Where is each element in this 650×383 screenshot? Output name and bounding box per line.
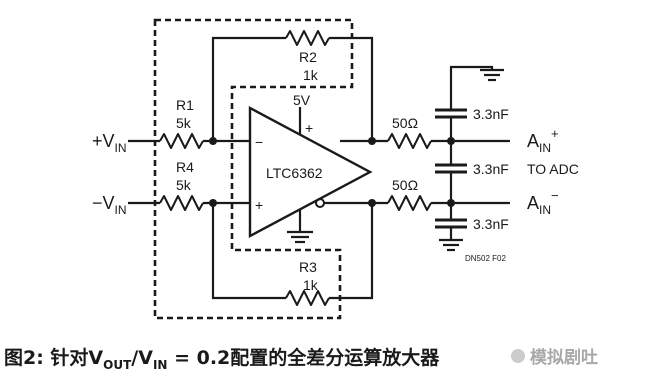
resistor-r2 — [285, 30, 330, 46]
watermark-text: 模拟剧吐 — [530, 348, 598, 368]
label-r4-value: 5k — [176, 177, 192, 193]
label-cap-mid: 3.3nF — [473, 161, 509, 177]
label-r1-value: 5k — [176, 115, 192, 131]
resistor-out-bottom — [387, 195, 432, 211]
resistor-r4 — [159, 195, 204, 211]
label-cap-bottom: 3.3nF — [473, 216, 509, 232]
label-r3-name: R3 — [299, 259, 317, 275]
label-rout-top: 50Ω — [392, 115, 418, 131]
watermark-icon — [511, 349, 525, 363]
label-input-pos: +VIN — [92, 131, 127, 155]
resistor-out-top — [387, 133, 432, 149]
opamp-triangle — [248, 106, 373, 238]
resistor-r3 — [285, 290, 330, 306]
label-r4-name: R4 — [176, 159, 194, 175]
circuit-schematic: +VIN −VIN R1 5k R4 5k R2 1k R3 1k LTC636… — [92, 18, 579, 320]
label-r2-value: 1k — [303, 67, 319, 83]
label-r3-value: 1k — [303, 277, 319, 293]
output-bubble — [315, 198, 325, 208]
label-out-pos: AIN+ — [527, 126, 559, 155]
figure-caption: 图2: 针对VOUT/VIN = 0.2配置的全差分运算放大器 — [4, 347, 440, 372]
label-amp: LTC6362 — [266, 165, 323, 181]
label-rout-bottom: 50Ω — [392, 177, 418, 193]
label-noninv-input: + — [255, 197, 263, 213]
label-r2-name: R2 — [299, 49, 317, 65]
label-to-adc: TO ADC — [527, 161, 579, 177]
label-out-neg: AIN− — [527, 188, 559, 217]
label-supply: 5V — [293, 92, 311, 108]
label-cap-top: 3.3nF — [473, 106, 509, 122]
label-figure-code: DN502 F02 — [465, 254, 506, 263]
label-inv-input: − — [255, 134, 263, 150]
feedback-bottom — [211, 203, 286, 300]
feedback-top — [211, 36, 286, 141]
label-r1-name: R1 — [176, 97, 194, 113]
resistor-r1 — [159, 133, 204, 149]
label-input-neg: −VIN — [92, 193, 127, 217]
label-supply-plus: + — [305, 120, 313, 136]
